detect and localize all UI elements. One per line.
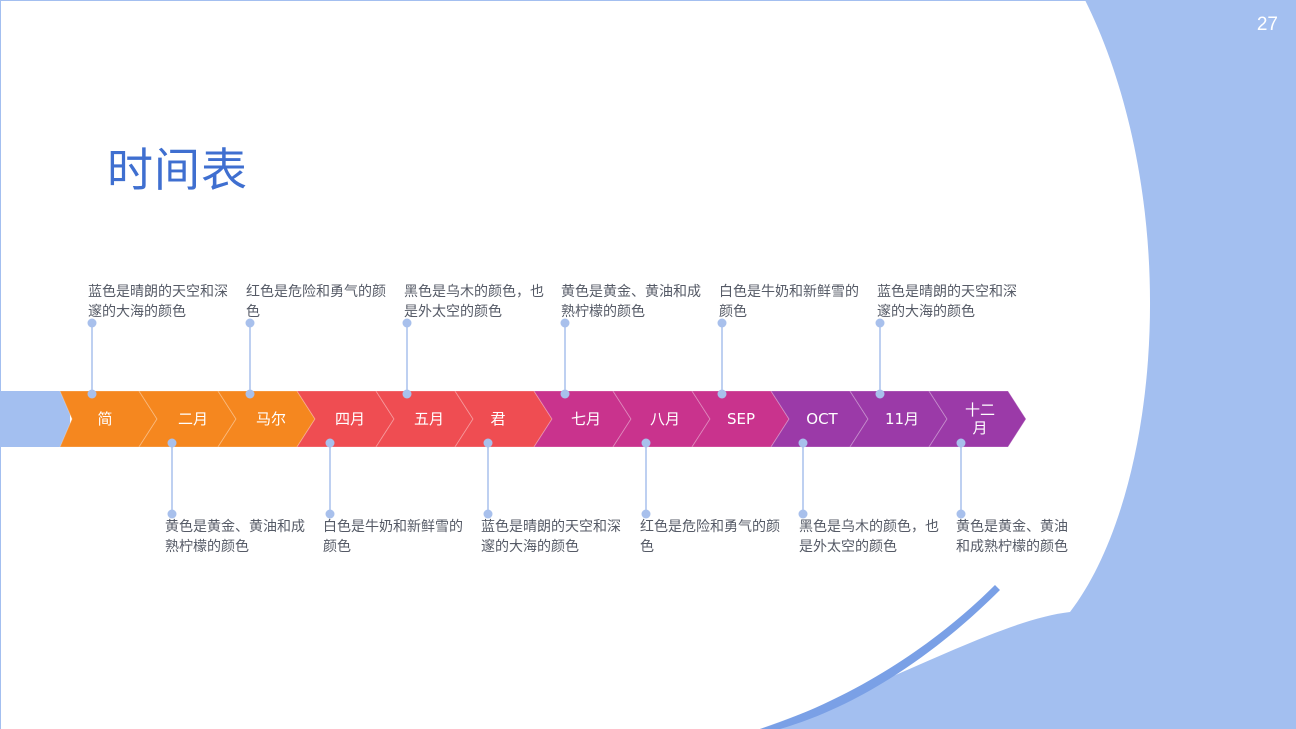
timeline-note-bottom: 白色是牛奶和新鲜雪的颜色 xyxy=(323,519,463,555)
speech-bubble-shape xyxy=(760,0,1296,729)
month-label: 君 xyxy=(490,410,506,428)
connector-dot xyxy=(875,389,885,399)
connector-dot xyxy=(325,509,335,519)
connector-dot xyxy=(641,438,651,448)
month-label: SEP xyxy=(726,410,756,428)
month-label: OCT xyxy=(806,410,838,428)
page-number: 27 xyxy=(1256,14,1278,35)
connector-dot xyxy=(402,389,412,399)
month-label: 八月 xyxy=(649,410,680,428)
connector-dot xyxy=(87,318,97,328)
month-label: 马尔 xyxy=(255,410,286,428)
timeline-note-top: 黄色是黄金、黄油和成熟柠檬的颜色 xyxy=(561,284,701,320)
timeline-left-accent xyxy=(0,391,70,447)
timeline-note-bottom: 黑色是乌木的颜色，也是外太空的颜色 xyxy=(799,519,939,555)
connector-dot xyxy=(245,318,255,328)
timeline-note-top: 白色是牛奶和新鲜雪的颜色 xyxy=(719,284,859,320)
timeline-note-bottom: 蓝色是晴朗的天空和深邃的大海的颜色 xyxy=(481,519,621,555)
month-label: 11月 xyxy=(884,410,920,428)
connector-dot xyxy=(798,438,808,448)
connector-dot xyxy=(875,318,885,328)
connector-dot xyxy=(641,509,651,519)
connector-dot xyxy=(717,389,727,399)
month-label: 五月 xyxy=(413,410,444,428)
connector-dot xyxy=(167,509,177,519)
connector-dot xyxy=(167,438,177,448)
month-label: 十二月 xyxy=(964,401,995,437)
timeline-note-top: 黑色是乌木的颜色，也是外太空的颜色 xyxy=(404,284,544,320)
connector-dot xyxy=(245,389,255,399)
timeline-note-top: 红色是危险和勇气的颜色 xyxy=(246,284,386,320)
month-label: 二月 xyxy=(177,410,208,428)
connector-dot xyxy=(717,318,727,328)
month-chevron xyxy=(928,390,1027,448)
month-label: 四月 xyxy=(334,410,365,428)
connector-dot xyxy=(560,389,570,399)
timeline-note-top: 蓝色是晴朗的天空和深邃的大海的颜色 xyxy=(877,284,1017,320)
connector-dot xyxy=(87,389,97,399)
connector-dot xyxy=(798,509,808,519)
month-label: 七月 xyxy=(570,410,601,428)
connector-dot xyxy=(402,318,412,328)
timeline-note-top: 蓝色是晴朗的天空和深邃的大海的颜色 xyxy=(88,284,228,320)
connector-dot xyxy=(483,509,493,519)
timeline-note-bottom: 红色是危险和勇气的颜色 xyxy=(640,519,780,555)
connector-dot xyxy=(325,438,335,448)
timeline-note-bottom: 黄色是黄金、黄油和成熟柠檬的颜色 xyxy=(956,519,1068,555)
page-title: 时间表 xyxy=(107,143,248,197)
connector-dot xyxy=(956,438,966,448)
connector-dot xyxy=(483,438,493,448)
connector-dot xyxy=(956,509,966,519)
month-label: 简 xyxy=(97,410,113,428)
timeline-note-bottom: 黄色是黄金、黄油和成熟柠檬的颜色 xyxy=(165,519,305,555)
connector-dot xyxy=(560,318,570,328)
